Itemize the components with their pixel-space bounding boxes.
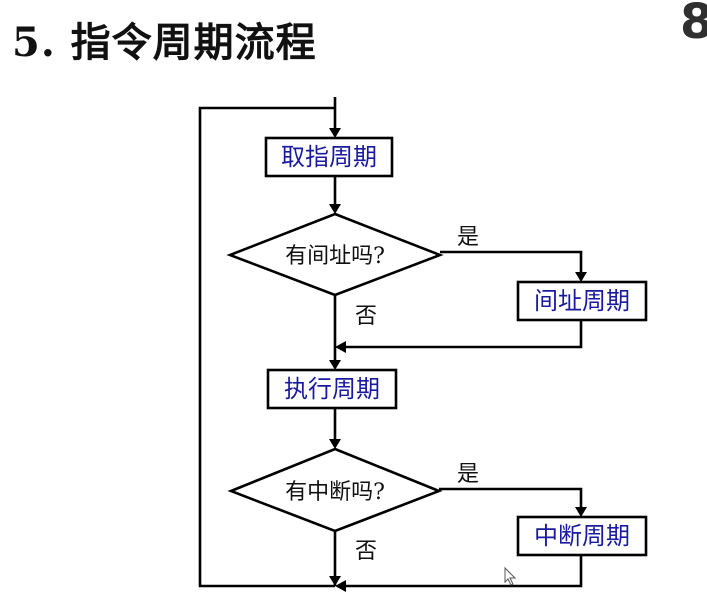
fetch-cycle-label: 取指周期 [281, 143, 377, 171]
yes-branch-line [440, 250, 583, 276]
arrowhead [329, 128, 341, 138]
arrowhead [575, 507, 587, 517]
yes-label: 是 [457, 462, 479, 487]
interrupt-cycle-label: 中断周期 [534, 522, 630, 550]
arrowhead [329, 439, 341, 449]
yes-branch-line [439, 487, 583, 511]
interrupt-cycle-box [516, 515, 648, 557]
no-label: 否 [355, 304, 377, 329]
arrowhead [335, 580, 346, 592]
fetch-cycle-box [264, 136, 394, 178]
execute-cycle-box [266, 368, 398, 410]
indirect-question-label: 有间址吗? [285, 244, 385, 269]
arrowhead [329, 204, 341, 214]
indirect-cycle-box [516, 280, 648, 322]
arrowhead [329, 576, 341, 586]
loop-back-line [198, 106, 335, 588]
page-title: 5. 指令周期流程 [12, 19, 317, 66]
arrowhead [335, 341, 346, 353]
execute-cycle-label: 执行周期 [284, 375, 380, 403]
indirect-cycle-label: 间址周期 [534, 287, 630, 315]
arrowhead [329, 360, 341, 370]
no-label: 否 [355, 539, 377, 564]
interrupt-return-line [342, 555, 583, 588]
indirect-return-line [342, 320, 583, 349]
mouse-cursor-icon [504, 566, 517, 586]
page-number: 8 [680, 0, 707, 50]
arrowhead [575, 272, 587, 282]
yes-label: 是 [457, 225, 479, 250]
interrupt-question-label: 有中断吗? [285, 480, 385, 505]
